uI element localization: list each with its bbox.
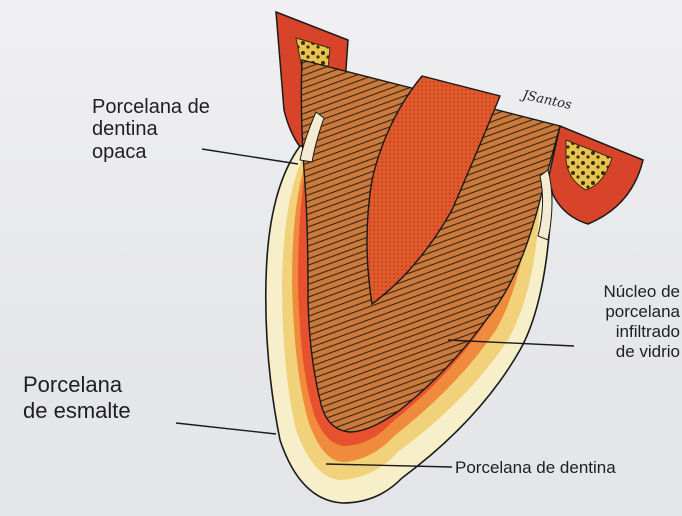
label-dentina-opaca: Porcelana de dentina opaca — [92, 96, 210, 163]
leader-line-opaca — [202, 149, 298, 164]
label-nucleo: Núcleo de porcelana infiltrado de vidrio — [562, 282, 680, 362]
label-esmalte: Porcelana de esmalte — [23, 372, 131, 425]
leader-line-esmalte — [176, 423, 276, 434]
label-dentina: Porcelana de dentina — [455, 458, 616, 477]
